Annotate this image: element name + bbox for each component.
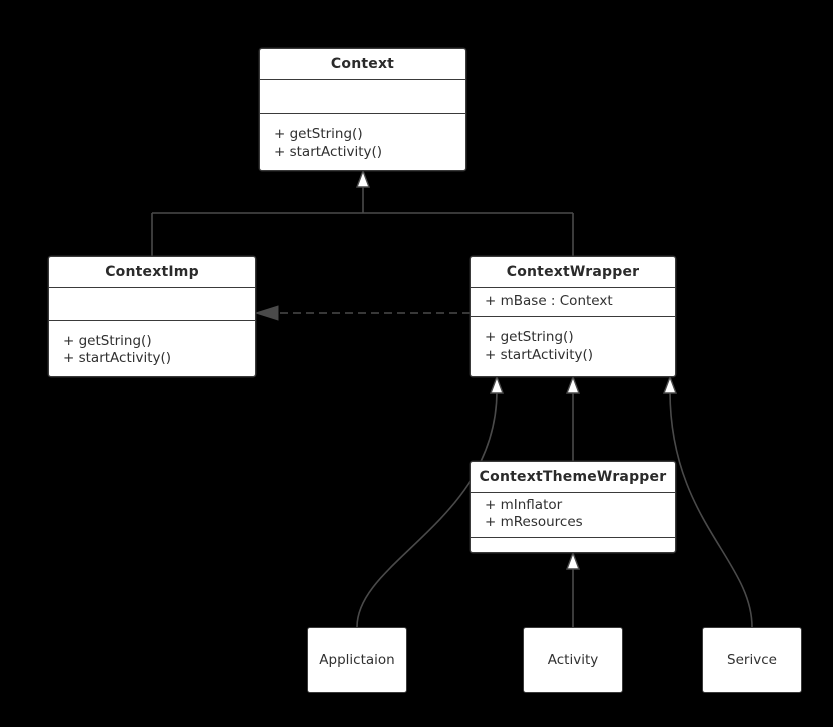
class-name-context: Context	[330, 56, 395, 72]
member: + getString()	[63, 332, 152, 349]
divider	[471, 492, 675, 494]
methods-compartment-context: + getString() + startActivity()	[260, 114, 465, 170]
class-box-context[interactable]: Context + getString() + startActivity()	[259, 48, 466, 171]
class-box-activity[interactable]: Activity	[523, 627, 623, 693]
class-name-context-imp: ContextImp	[105, 264, 199, 280]
arrowhead-to-context	[355, 169, 371, 188]
divider	[471, 287, 675, 289]
class-box-context-imp[interactable]: ContextImp + getString() + startActivity…	[48, 256, 256, 377]
class-name-application: Applictaion	[319, 652, 395, 668]
class-name-service: Serivce	[727, 652, 777, 668]
member: + mBase : Context	[485, 293, 613, 310]
attributes-compartment-context-wrapper: + mBase : Context	[471, 288, 675, 316]
member: + getString()	[274, 126, 363, 143]
class-box-context-theme-wrapper[interactable]: ContextThemeWrapper + mInflator + mResou…	[470, 461, 676, 553]
member: + startActivity()	[63, 350, 172, 367]
attributes-compartment-context	[260, 80, 465, 113]
divider	[49, 319, 255, 321]
divider	[471, 536, 675, 538]
methods-compartment-context-imp: + getString() + startActivity()	[49, 321, 255, 376]
member: + mResources	[485, 514, 583, 531]
arrowhead-application-to-wrapper	[489, 375, 505, 394]
arrowhead-to-context-imp	[254, 305, 279, 321]
arrowhead-service-to-wrapper	[662, 375, 678, 394]
class-box-service[interactable]: Serivce	[702, 627, 802, 693]
arrowhead-activity-to-theme	[565, 551, 581, 570]
divider	[260, 113, 465, 115]
class-name-context-theme-wrapper: ContextThemeWrapper	[479, 469, 667, 485]
methods-compartment-context-theme-wrapper	[471, 538, 675, 552]
divider	[471, 316, 675, 318]
divider	[260, 79, 465, 81]
member: + getString()	[485, 329, 574, 346]
arrowhead-theme-to-wrapper	[565, 375, 581, 394]
edge-service-to-wrapper	[669, 390, 753, 628]
methods-compartment-context-wrapper: + getString() + startActivity()	[471, 317, 675, 376]
divider	[49, 287, 255, 289]
member: + startActivity()	[485, 346, 594, 363]
class-box-application[interactable]: Applictaion	[307, 627, 407, 693]
attributes-compartment-context-imp	[49, 288, 255, 320]
member: + mInflator	[485, 497, 563, 514]
class-name-context-wrapper: ContextWrapper	[506, 264, 640, 280]
class-box-context-wrapper[interactable]: ContextWrapper + mBase : Context + getSt…	[470, 256, 676, 377]
member: + startActivity()	[274, 143, 383, 160]
attributes-compartment-context-theme-wrapper: + mInflator + mResources	[471, 493, 675, 537]
class-name-activity: Activity	[547, 652, 599, 668]
